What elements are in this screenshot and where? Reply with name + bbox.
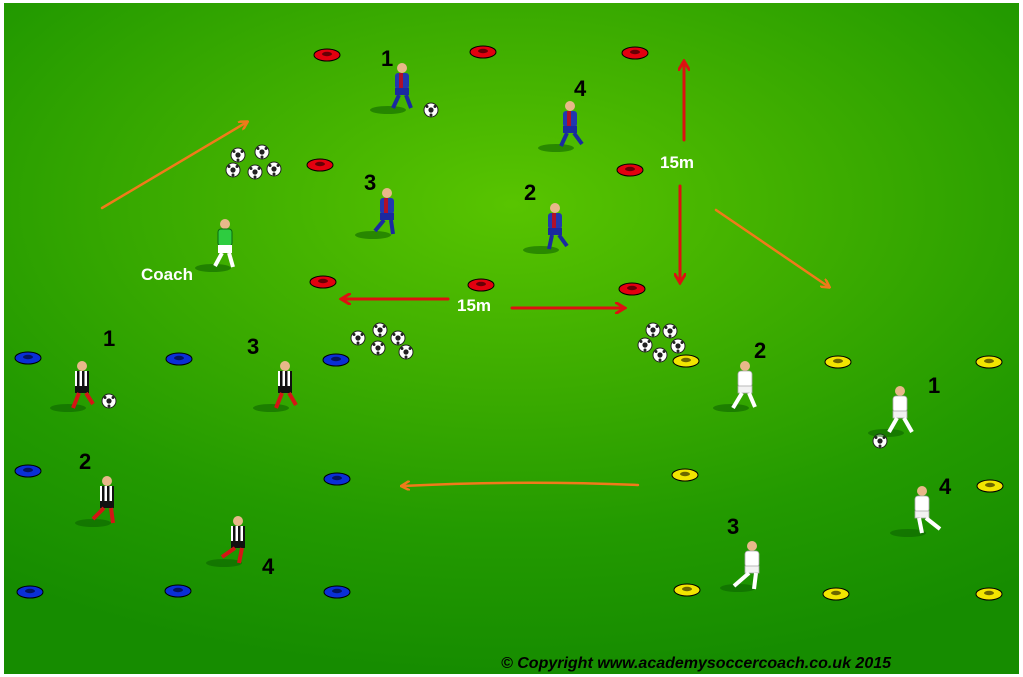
arrow-icon	[102, 122, 247, 208]
soccer-ball-icon	[424, 103, 438, 117]
player-white-3	[720, 541, 759, 592]
blue-cone	[324, 473, 350, 485]
player-bw-1	[50, 361, 93, 412]
team-white	[713, 361, 940, 592]
coach-figure	[195, 219, 233, 272]
blue-cone	[15, 465, 41, 477]
yellow-cone	[674, 584, 700, 596]
red-cone	[310, 276, 336, 288]
ball-pile-center-left	[351, 323, 413, 359]
blue-cone	[324, 586, 350, 598]
blue-cone	[166, 353, 192, 365]
number-red-4: 4	[574, 76, 587, 101]
red-cone	[622, 47, 648, 59]
soccer-ball-icon	[102, 394, 116, 408]
copyright-notice: © Copyright www.academysoccercoach.co.uk…	[501, 655, 892, 672]
drill-diagram: 1 4 3 2 1 3 2 4 2 1 4 3 Coach 15m 15m © …	[4, 3, 1019, 674]
red-cone	[307, 159, 333, 171]
blue-cones	[15, 352, 350, 598]
number-bw-1: 1	[103, 326, 115, 351]
number-bw-2: 2	[79, 449, 91, 474]
distance-label-horizontal: 15m	[457, 296, 491, 315]
number-white-3: 3	[727, 514, 739, 539]
number-white-1: 1	[928, 373, 940, 398]
yellow-cone	[672, 469, 698, 481]
player-white-1	[868, 386, 912, 437]
red-cone	[468, 279, 494, 291]
player-numbers: 1 4 3 2 1 3 2 4 2 1 4 3	[79, 46, 952, 579]
player-red-4	[538, 101, 582, 152]
movement-arrows	[102, 62, 829, 486]
number-white-4: 4	[939, 474, 952, 499]
red-cone	[617, 164, 643, 176]
player-red-2	[523, 203, 567, 254]
player-red-3	[355, 188, 394, 239]
red-cone	[314, 49, 340, 61]
number-red-2: 2	[524, 180, 536, 205]
distance-label-vertical: 15m	[660, 153, 694, 172]
player-bw-3	[253, 361, 296, 412]
player-white-4	[890, 486, 940, 537]
number-bw-4: 4	[262, 554, 275, 579]
arrow-icon	[716, 210, 829, 287]
player-bw-2	[75, 476, 114, 527]
yellow-cone	[673, 355, 699, 367]
player-white-2	[713, 361, 755, 412]
team-barca	[355, 63, 582, 254]
training-pitch: 1 4 3 2 1 3 2 4 2 1 4 3 Coach 15m 15m © …	[4, 3, 1019, 674]
blue-cone	[17, 586, 43, 598]
blue-cone	[15, 352, 41, 364]
arrow-icon	[402, 483, 638, 486]
number-red-3: 3	[364, 170, 376, 195]
yellow-cone	[976, 588, 1002, 600]
yellow-cone	[976, 356, 1002, 368]
blue-cone	[323, 354, 349, 366]
yellow-cone	[825, 356, 851, 368]
blue-cone	[165, 585, 191, 597]
red-cone	[470, 46, 496, 58]
yellow-cone	[977, 480, 1003, 492]
player-balls	[102, 103, 887, 448]
red-cone	[619, 283, 645, 295]
yellow-cone	[823, 588, 849, 600]
number-white-2: 2	[754, 338, 766, 363]
coach-label: Coach	[141, 265, 193, 284]
player-bw-4	[206, 516, 245, 567]
ball-pile-top-left	[226, 145, 281, 179]
yellow-cones	[672, 355, 1003, 600]
number-bw-3: 3	[247, 334, 259, 359]
number-red-1: 1	[381, 46, 393, 71]
red-cones	[307, 46, 648, 295]
